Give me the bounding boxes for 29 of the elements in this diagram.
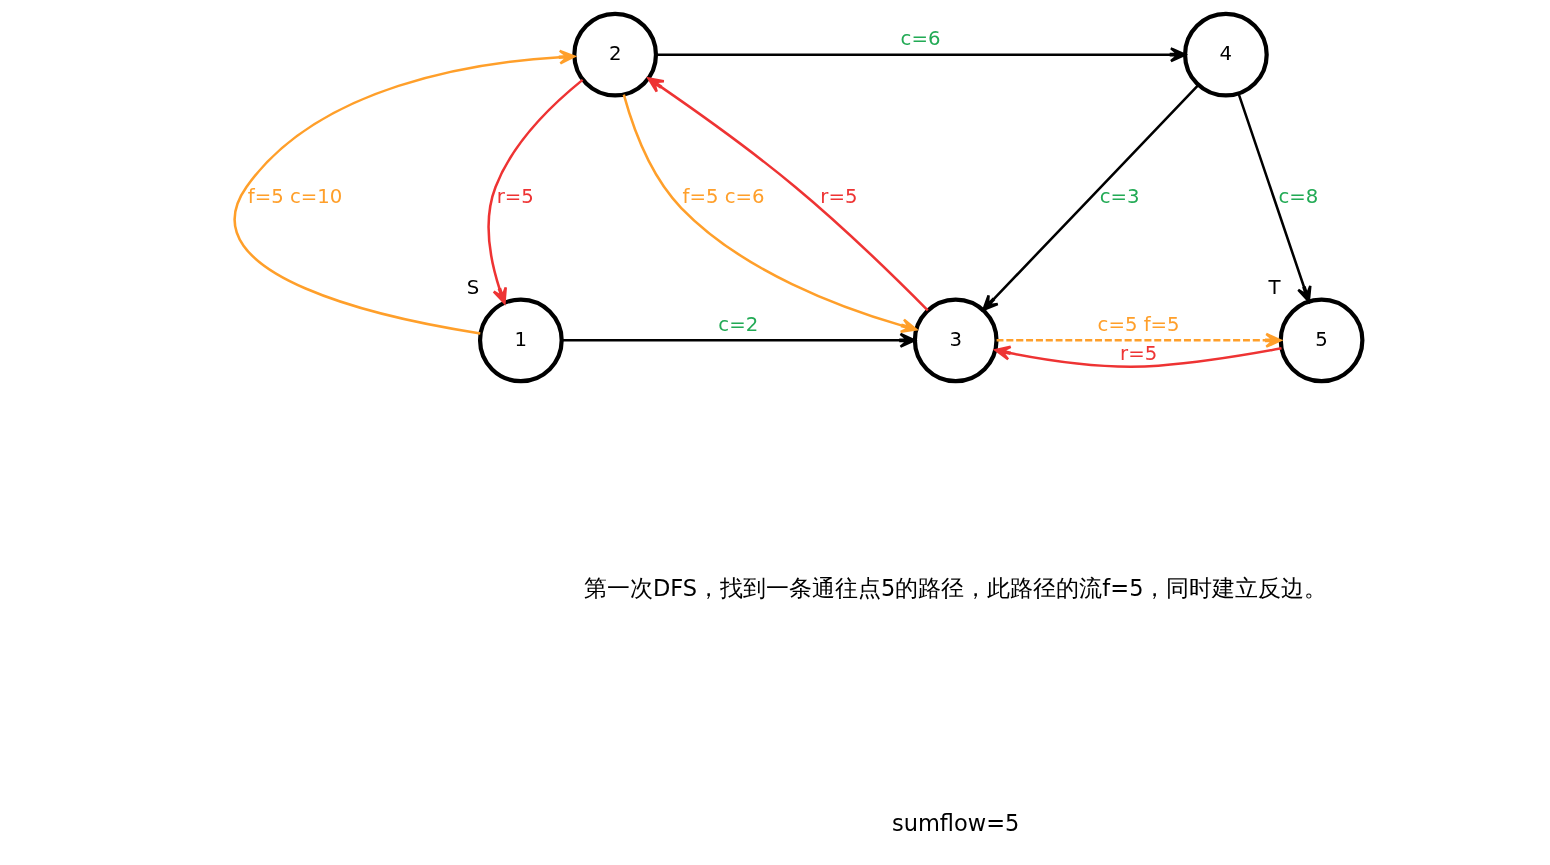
node-circle: 1 [477,297,564,384]
arrow [487,78,584,305]
edge-label: c=8 [1278,184,1319,208]
node-circle: 4 [1182,11,1269,98]
node-label: S [466,276,480,300]
arrow [996,332,1282,348]
arrow [982,84,1199,312]
node-circle: 3 [912,297,999,384]
edge-label: f=5 c=6 [682,184,765,208]
edge-label: c=5 f=5 [1097,312,1180,336]
node-label: T [1268,276,1281,300]
arrow [647,77,929,312]
arrow [622,94,918,334]
arrow [656,47,1187,63]
edge-label: r=5 [496,184,534,208]
edge-label: c=6 [900,27,941,51]
label: sumflow=5 [891,810,1020,837]
arrow [234,49,576,335]
arrow [561,332,916,348]
edge-label: c=2 [718,312,759,336]
node-circle: 2 [572,11,659,98]
edge-label: f=5 c=10 [247,184,343,208]
node-circle: 5 [1278,297,1365,384]
edge-label: c=3 [1099,184,1140,208]
edge-label: r=5 [1120,342,1158,366]
edge-label: r=5 [820,184,858,208]
arrow [1237,93,1312,303]
label: 第一次DFS，找到一条通往点5的路径，此路径的流f=5，同时建立反边。 [583,575,1328,602]
arrow [994,345,1282,368]
